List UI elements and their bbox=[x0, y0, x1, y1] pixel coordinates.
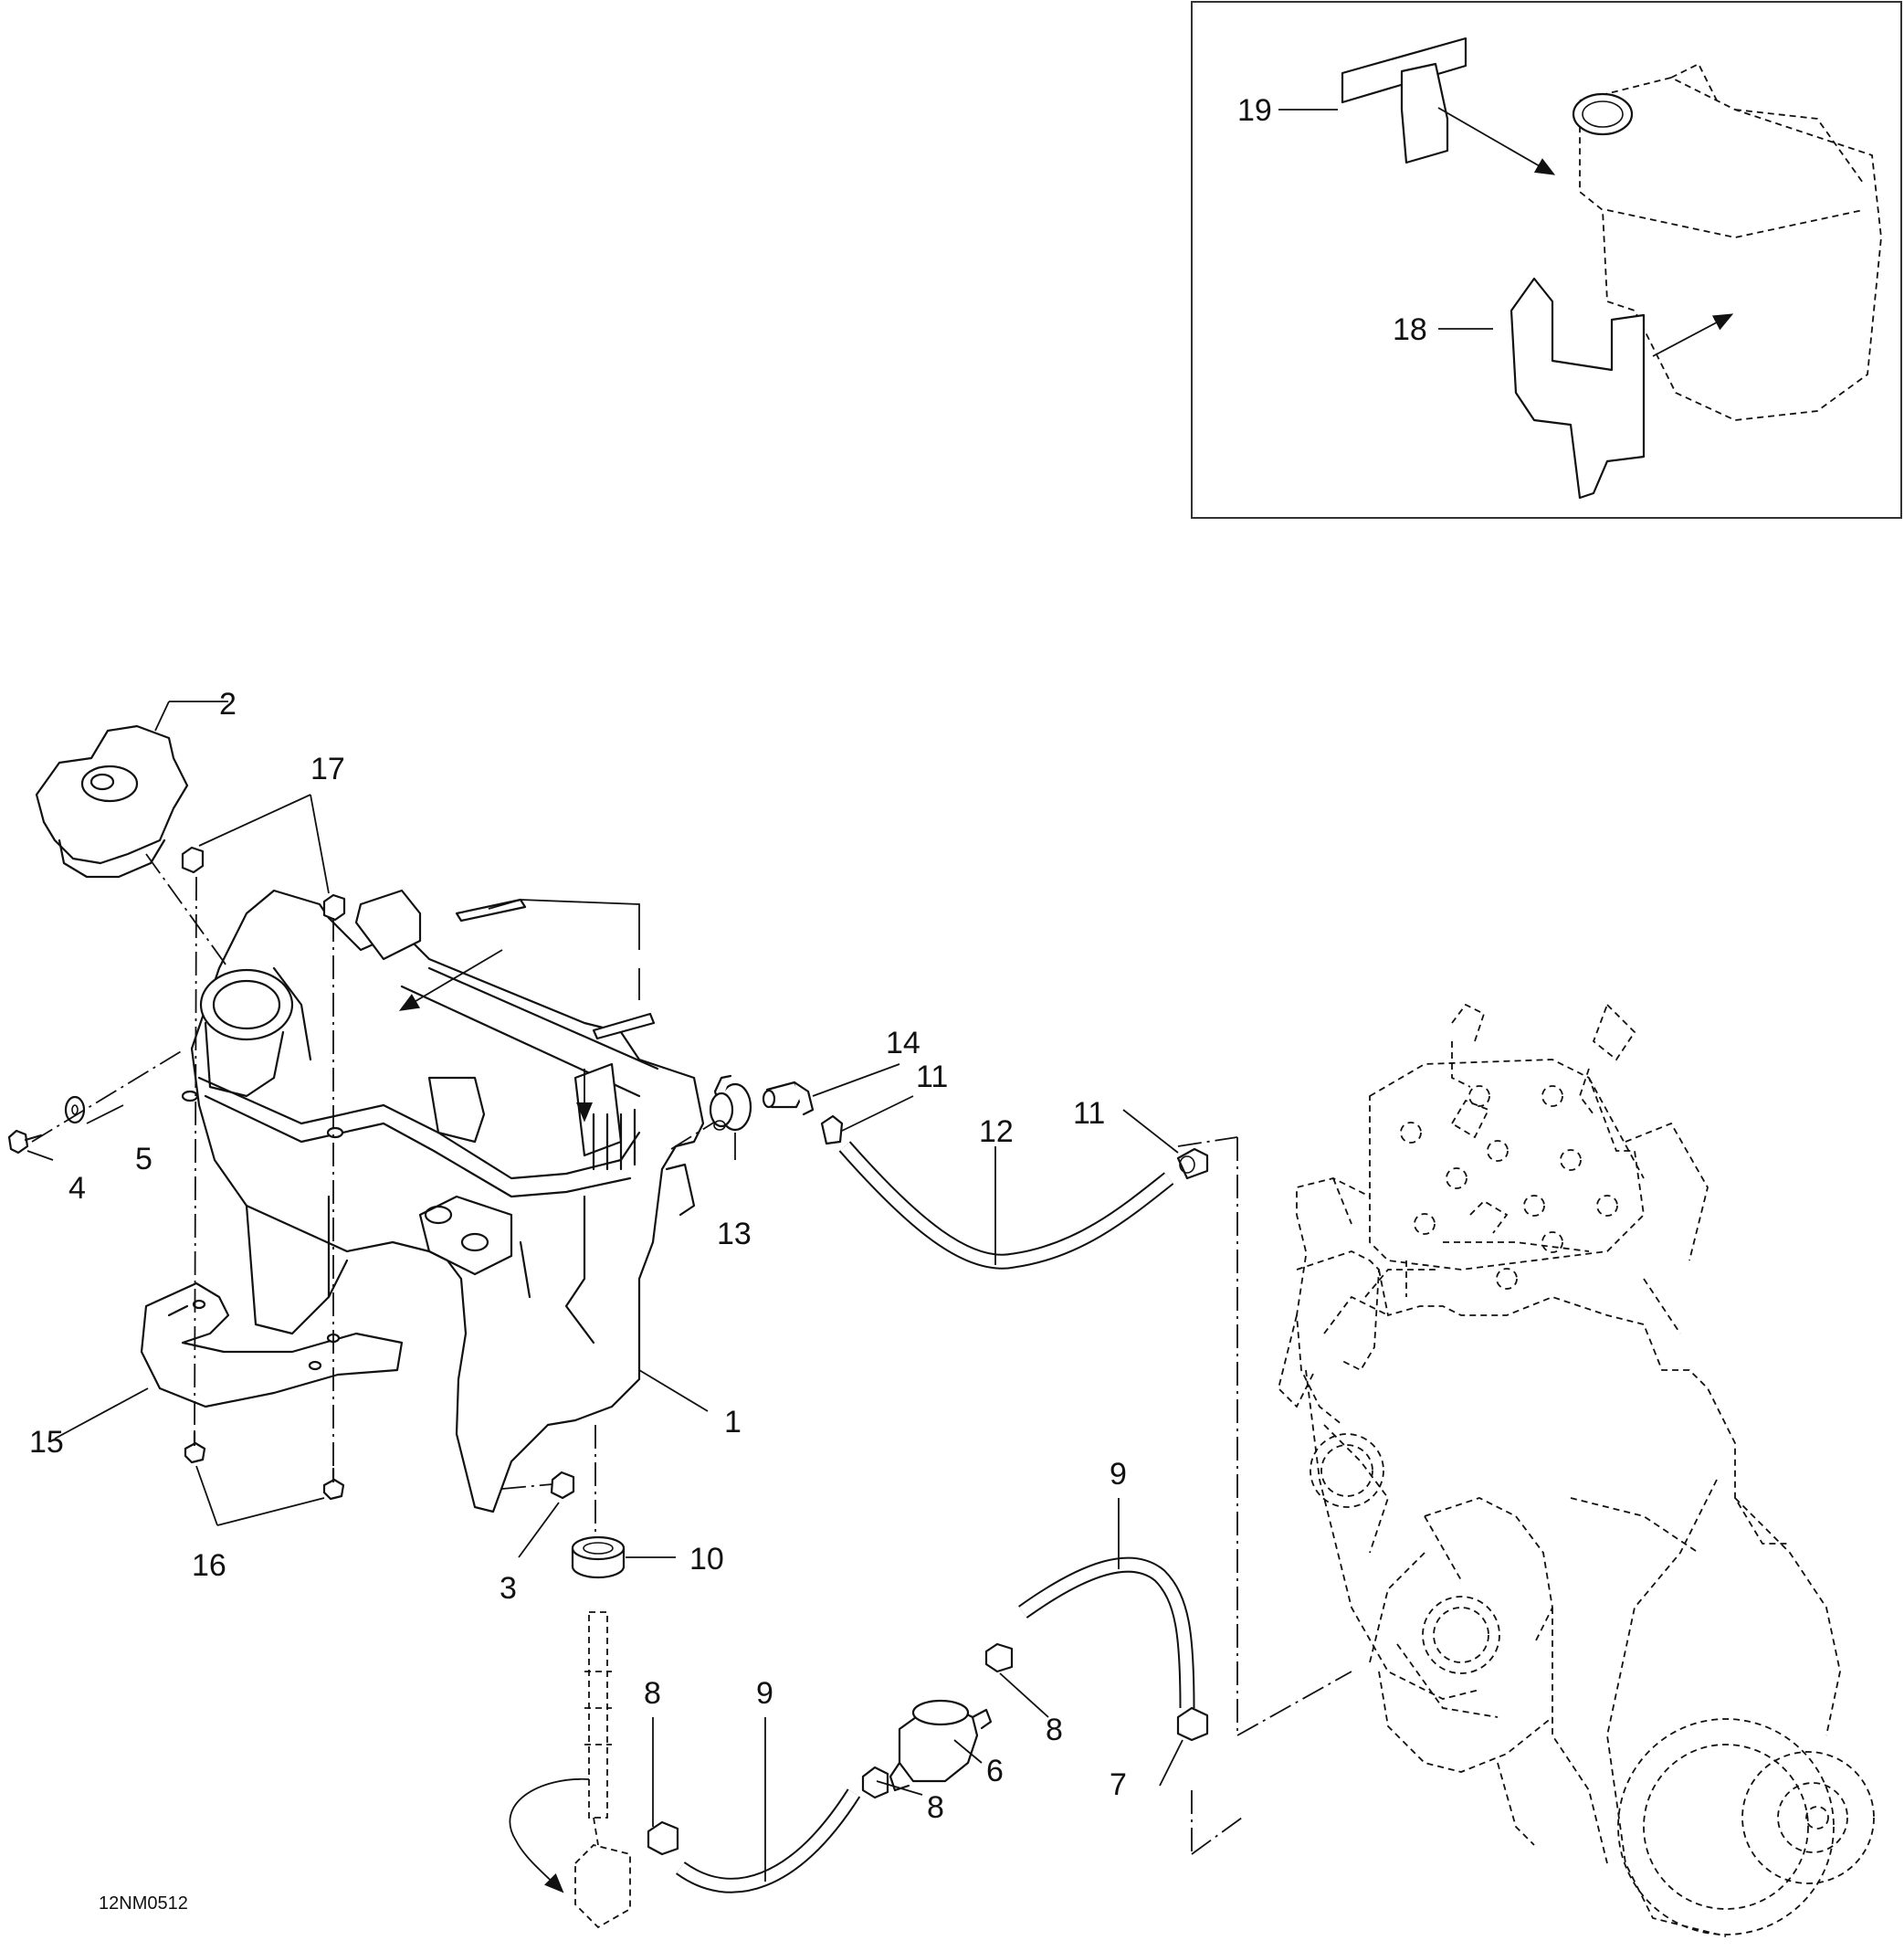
callout-1: 1 bbox=[724, 1405, 742, 1440]
engine-ghost bbox=[1278, 1003, 1875, 1937]
centerline-e bbox=[501, 1483, 553, 1490]
oil-tank bbox=[181, 889, 705, 1513]
callout-2: 2 bbox=[219, 687, 237, 722]
arrow-19 bbox=[1437, 107, 1556, 175]
decal-19 bbox=[1341, 37, 1467, 164]
bolt-4 bbox=[7, 1129, 43, 1155]
arrow-18 bbox=[1652, 313, 1734, 357]
pickup-ghost bbox=[574, 1611, 631, 1929]
nut-17b bbox=[322, 893, 346, 922]
elbow-14 bbox=[762, 1081, 815, 1116]
centerline-c bbox=[145, 853, 229, 969]
clamp-8-left bbox=[647, 1820, 679, 1856]
filler-cap-2 bbox=[35, 724, 189, 879]
callout-15: 15 bbox=[29, 1425, 64, 1460]
centerline-g bbox=[670, 1118, 721, 1150]
centerline-a bbox=[194, 876, 197, 1444]
clamp-11a bbox=[820, 1114, 844, 1145]
callout-19: 19 bbox=[1237, 93, 1272, 128]
callout-16: 16 bbox=[192, 1548, 226, 1583]
callout-9a: 9 bbox=[756, 1676, 773, 1711]
inset-frame bbox=[1191, 1, 1902, 519]
centerline-j bbox=[1191, 1817, 1243, 1855]
inset-tank-ghost bbox=[1572, 62, 1882, 421]
clamp-7 bbox=[1176, 1706, 1209, 1742]
screw-16b bbox=[322, 1467, 345, 1501]
clamp-11b bbox=[1176, 1147, 1209, 1180]
figure-code: 12NM0512 bbox=[99, 1893, 188, 1914]
callouts: 1 2 3 4 5 6 7 8 8 8 9 9 10 11 11 12 13 1… bbox=[29, 687, 1127, 1825]
hose-9-left bbox=[676, 1788, 861, 1893]
screw-16a bbox=[184, 1430, 206, 1464]
callout-4: 4 bbox=[68, 1171, 86, 1206]
hose-12 bbox=[838, 1141, 1174, 1270]
filter-6 bbox=[889, 1699, 993, 1792]
decal-18 bbox=[1510, 277, 1646, 500]
centerline-i bbox=[1236, 1671, 1352, 1736]
callout-7: 7 bbox=[1110, 1767, 1127, 1802]
callout-14: 14 bbox=[886, 1026, 920, 1060]
callout-18: 18 bbox=[1393, 312, 1427, 347]
clamp-8-upper bbox=[984, 1642, 1014, 1673]
callout-13: 13 bbox=[717, 1217, 752, 1251]
centerline-d bbox=[31, 1049, 184, 1143]
nut-17a bbox=[181, 846, 205, 874]
callout-8b: 8 bbox=[1046, 1713, 1063, 1747]
inset-panel: 19 18 bbox=[1191, 1, 1902, 519]
callout-10: 10 bbox=[689, 1542, 724, 1577]
centerline-l bbox=[1177, 1136, 1238, 1147]
callout-8c: 8 bbox=[927, 1790, 944, 1825]
callout-12: 12 bbox=[979, 1114, 1014, 1149]
hose-9-right bbox=[1018, 1556, 1195, 1709]
callout-5: 5 bbox=[135, 1142, 153, 1176]
callout-9b: 9 bbox=[1110, 1457, 1127, 1492]
clamp-8-lower bbox=[861, 1766, 889, 1799]
nut-3 bbox=[550, 1471, 575, 1500]
callout-11b: 11 bbox=[1073, 1096, 1105, 1131]
callout-17: 17 bbox=[310, 752, 345, 786]
callout-3: 3 bbox=[500, 1571, 517, 1606]
grommet-10 bbox=[571, 1535, 626, 1579]
callout-6: 6 bbox=[986, 1754, 1004, 1788]
leader-lines bbox=[26, 701, 1183, 1882]
callout-8a: 8 bbox=[644, 1676, 661, 1711]
callout-11a: 11 bbox=[916, 1060, 948, 1094]
rotate-arrow bbox=[509, 1777, 590, 1893]
deflector-15 bbox=[140, 1281, 404, 1408]
grommet-13 bbox=[709, 1074, 752, 1132]
